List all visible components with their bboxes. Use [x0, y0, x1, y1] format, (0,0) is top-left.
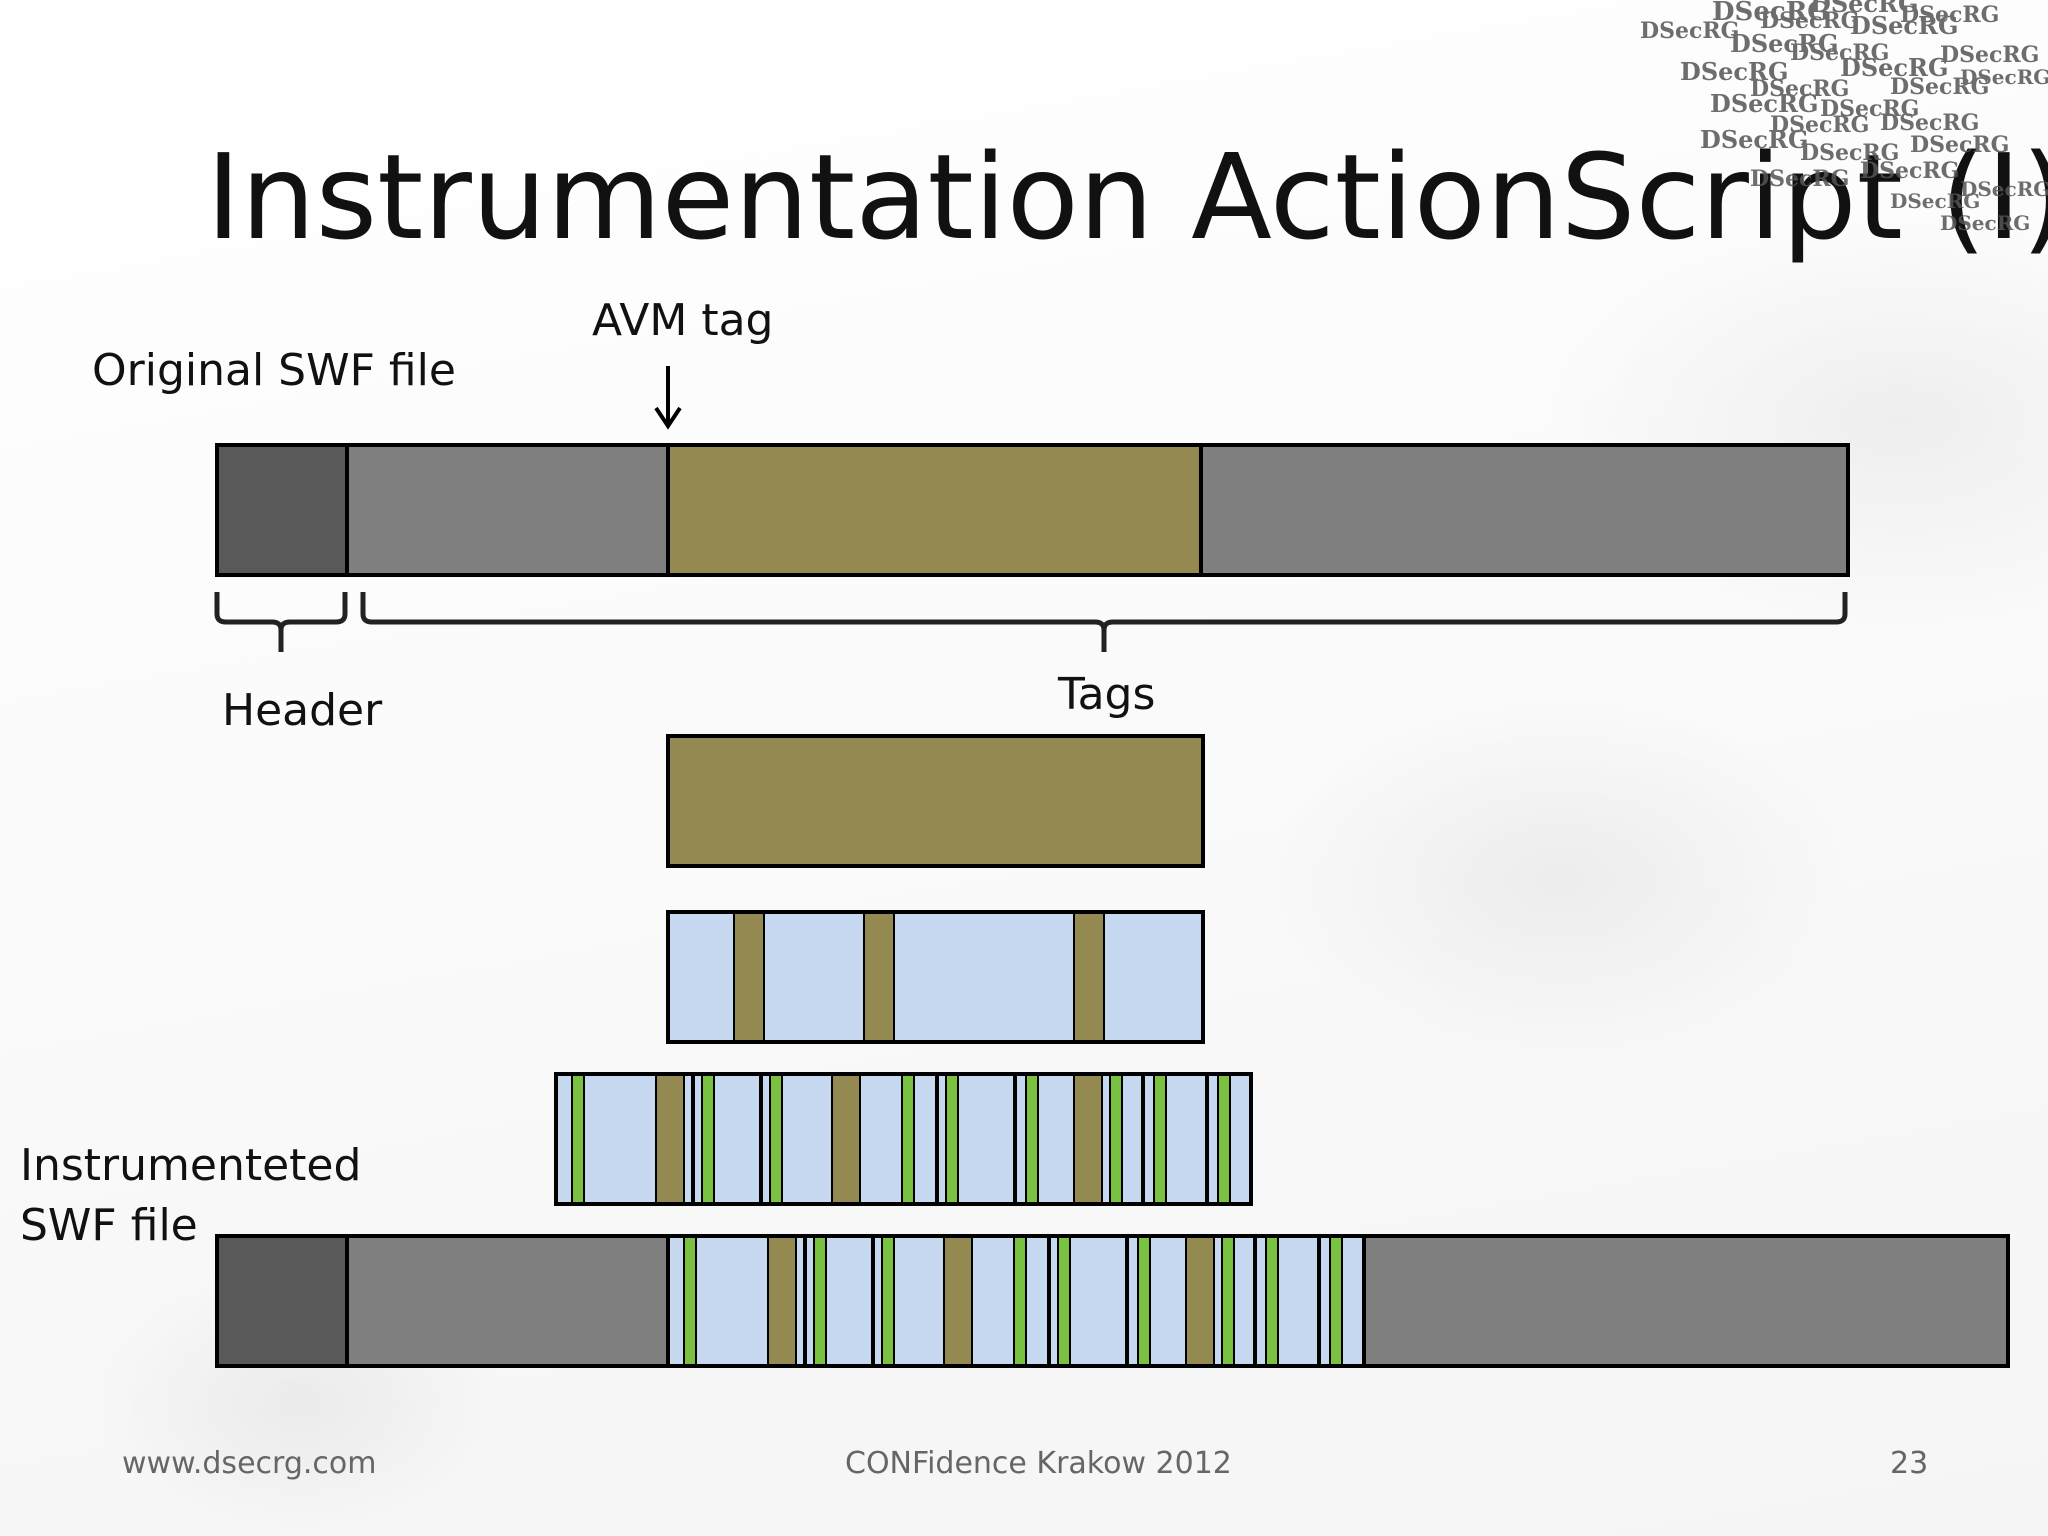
original-pre-tags-block	[345, 443, 670, 577]
instrumentation-stripe-7	[1109, 1073, 1123, 1205]
swf-instrumentation-stripe-5	[1057, 1235, 1071, 1367]
logo-word-25: DSecRG	[1890, 189, 1980, 213]
logo-word-10: DSecRG	[1840, 53, 1948, 82]
code-segment-3	[1073, 911, 1105, 1043]
logo-word-9: DSecRG	[1680, 57, 1788, 86]
avm-tag-arrow	[654, 366, 682, 430]
code-segment-2	[863, 911, 895, 1043]
swf-instrumentation-stripe-4	[1013, 1235, 1027, 1367]
swf-code-segment-3	[1185, 1235, 1215, 1367]
slide-title: Instrumentation ActionScript (I)	[206, 128, 2048, 266]
header-brace	[214, 592, 348, 652]
logo-word-3: DSecRG	[1760, 8, 1859, 34]
swf-thin-divider-1	[803, 1235, 807, 1367]
logo-word-24: DSecRG	[1960, 177, 2048, 201]
swf-code-segment-2	[943, 1235, 973, 1367]
logo-word-8: DSecRG	[1790, 40, 1889, 66]
swf-instrumentation-stripe-6	[1137, 1235, 1151, 1367]
code-segment-1	[733, 911, 765, 1043]
logo-word-14: DSecRG	[1710, 89, 1818, 118]
thin-divider-1	[691, 1073, 695, 1205]
instrumentation-stripe-8	[1153, 1073, 1167, 1205]
instrumented-bar-outline	[554, 1072, 1253, 1206]
tags-brace	[360, 592, 1848, 652]
logo-word-1: DSecRG	[1712, 0, 1830, 27]
original-post-tags-block	[1199, 443, 1850, 577]
swf-thin-divider-6	[1317, 1235, 1321, 1367]
logo-word-26: DSecRG	[1940, 211, 2030, 235]
swf-thin-divider-4	[1125, 1235, 1129, 1367]
instrumentation-stripe-9	[1217, 1073, 1231, 1205]
instrumented-avm-section	[666, 1234, 1366, 1368]
extracted-avm-tag	[666, 734, 1205, 868]
logo-word-11: DSecRG	[1940, 42, 2039, 68]
instrumented-code-bar	[554, 1072, 1253, 1206]
instrumentation-stripe-2	[701, 1073, 715, 1205]
original-swf-bar	[215, 443, 1850, 577]
logo-word-16: DSecRG	[1960, 65, 2048, 89]
header-label: Header	[222, 685, 383, 736]
avm-tag-label: AVM tag	[592, 295, 774, 346]
logo-word-17: DSecRG	[1770, 112, 1869, 138]
logo-word-12: DSecRG	[1750, 76, 1849, 102]
instrumentation-stripe-3	[769, 1073, 783, 1205]
logo-word-2: DSecRG	[1640, 18, 1739, 44]
instrumentation-stripe-5	[945, 1073, 959, 1205]
logo-word-7: DSecRG	[1900, 2, 1999, 28]
logo-word-5: DSecRG	[1730, 29, 1838, 58]
instrumented-header-block	[215, 1234, 349, 1368]
logo-word-23: DSecRG	[1860, 158, 1959, 184]
swf-instrumentation-stripe-3	[881, 1235, 895, 1367]
swf-instrumentation-stripe-2	[813, 1235, 827, 1367]
instrumented-code-segment-2	[831, 1073, 861, 1205]
instrumented-code-segment-3	[1073, 1073, 1103, 1205]
logo-word-19: DSecRG	[1700, 125, 1808, 154]
logo-word-15: DSecRG	[1820, 96, 1919, 122]
footer-website: www.dsecrg.com	[122, 1446, 377, 1481]
instrumented-swf-bar	[215, 1234, 2010, 1368]
swf-instrumentation-stripe-8	[1265, 1235, 1279, 1367]
thin-divider-5	[1141, 1073, 1145, 1205]
swf-instrumentation-stripe-9	[1329, 1235, 1343, 1367]
instrumented-pre-tags-block	[345, 1234, 670, 1368]
instrumented-swf-label: Instrumenteted SWF file	[20, 1136, 361, 1256]
original-avm-tag-block	[666, 443, 1203, 577]
footer-page-number: 23	[1890, 1446, 1929, 1481]
code-bar-outline	[666, 910, 1205, 1044]
logo-word-18: DSecRG	[1880, 110, 1979, 136]
logo-word-21: DSecRG	[1910, 132, 2009, 158]
original-header-block	[215, 443, 349, 577]
logo-word-13: DSecRG	[1890, 74, 1989, 100]
instrumentation-stripe-1	[571, 1073, 585, 1205]
tags-label: Tags	[1058, 669, 1156, 720]
swf-thin-divider-3	[1047, 1235, 1051, 1367]
swf-code-segment-1	[767, 1235, 797, 1367]
instrumentation-stripe-4	[901, 1073, 915, 1205]
logo-word-22: DSecRG	[1750, 166, 1849, 192]
original-swf-label: Original SWF file	[92, 345, 456, 396]
instrumented-label-line2: SWF file	[20, 1200, 198, 1251]
instrumented-code-segment-1	[655, 1073, 685, 1205]
swf-thin-divider-2	[871, 1235, 875, 1367]
swf-instrumentation-stripe-7	[1221, 1235, 1235, 1367]
thin-divider-2	[759, 1073, 763, 1205]
logo-word-20: DSecRG	[1800, 140, 1899, 166]
logo-word-4: DSecRG	[1810, 0, 1918, 18]
thin-divider-4	[1013, 1073, 1017, 1205]
instrumented-label-line1: Instrumenteted	[20, 1140, 362, 1191]
logo-word-6: DSecRG	[1850, 11, 1958, 40]
thin-divider-6	[1205, 1073, 1209, 1205]
code-bar	[666, 910, 1205, 1044]
footer-event: CONFidence Krakow 2012	[845, 1446, 1232, 1481]
thin-divider-3	[935, 1073, 939, 1205]
swf-instrumentation-stripe-1	[683, 1235, 697, 1367]
instrumentation-stripe-6	[1025, 1073, 1039, 1205]
instrumented-post-tags-block	[1362, 1234, 2010, 1368]
swf-thin-divider-5	[1253, 1235, 1257, 1367]
